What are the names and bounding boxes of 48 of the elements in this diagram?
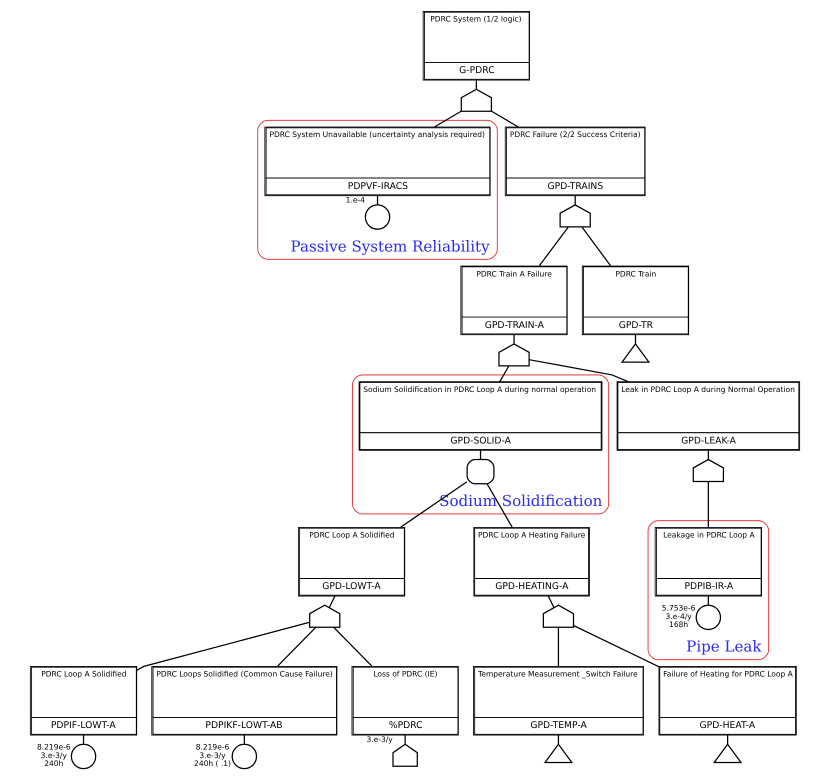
connector (707, 450, 708, 460)
node-or-gate (308, 604, 340, 628)
connector (404, 735, 406, 744)
node-or-gate (558, 204, 590, 228)
node-house (392, 744, 418, 767)
node-label: 5.753e-6 (661, 603, 695, 612)
node-label: 8.219e-6 (36, 742, 70, 752)
node-label: 8.219e-6 (195, 742, 229, 752)
connector (328, 596, 335, 608)
connector (243, 735, 244, 744)
connector (528, 359, 628, 382)
node-circle (70, 744, 96, 770)
node-label: 3.e-3/y (198, 750, 226, 760)
node-or-gate (498, 343, 530, 367)
connector (276, 626, 316, 666)
connector (547, 596, 554, 608)
node-or-gate (542, 604, 574, 628)
node-label: 168h (668, 620, 688, 630)
node-triangle (543, 743, 573, 764)
node-circle (364, 204, 390, 230)
node-label: 3.e-3/y (40, 750, 66, 760)
connector (557, 627, 559, 666)
connector (434, 110, 461, 128)
connector (136, 622, 310, 671)
node-or-gate (460, 88, 492, 112)
node-triangle (712, 743, 742, 764)
node-label: 240h ( .1) (194, 759, 230, 768)
node-or-gate (692, 458, 724, 482)
node-label: 3.e-3/y (366, 734, 392, 744)
connector (475, 80, 476, 90)
node-triangle (620, 342, 650, 363)
node-and-gate (466, 458, 494, 484)
node-circle (695, 604, 721, 630)
connector (486, 484, 512, 528)
connector (538, 226, 568, 266)
node-circle (231, 744, 257, 770)
connector (574, 196, 576, 205)
connector (332, 626, 372, 666)
connector (490, 110, 518, 128)
connector (580, 226, 610, 266)
connector (707, 596, 708, 606)
connector (707, 482, 708, 528)
connector (572, 625, 659, 668)
connector (498, 366, 509, 382)
node-label: 240h (44, 759, 63, 768)
node-label: 1.e-4 (345, 196, 364, 205)
node-label: 3.e-4/y (664, 612, 692, 621)
connector (400, 481, 467, 528)
